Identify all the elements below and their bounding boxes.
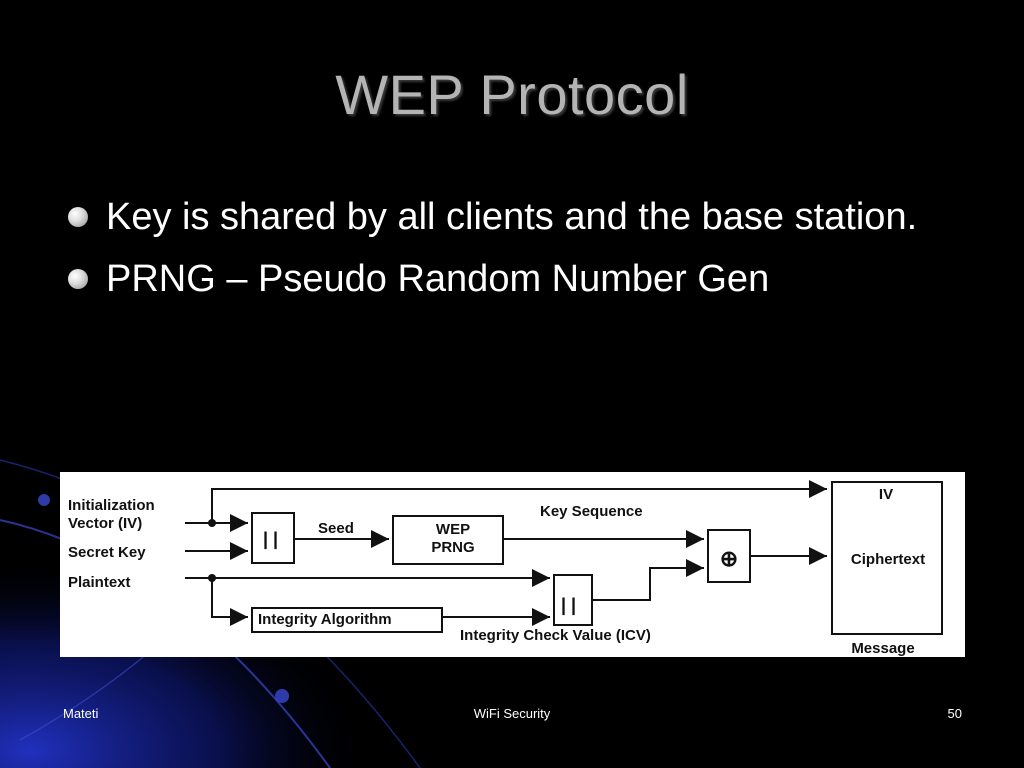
concat-symbol-1: | | [263, 529, 278, 549]
iv-label-line1: Initialization [68, 497, 155, 514]
wep-encryption-diagram: Initialization Vector (IV) Secret Key Pl… [60, 472, 965, 657]
plaintext-label: Plaintext [68, 574, 131, 591]
bullet-text: Key is shared by all clients and the bas… [106, 196, 918, 238]
ciphertext-label: Ciphertext [851, 551, 925, 568]
plaintext-to-integrity-line [211, 578, 248, 626]
wep-prng-line1: WEP [436, 521, 470, 538]
footer-title: WiFi Security [473, 706, 551, 721]
iv-bypass-line [211, 480, 827, 523]
bullet-list: Key is shared by all clients and the bas… [64, 192, 964, 316]
seed-label: Seed [318, 520, 354, 537]
concat-to-xor-line [592, 559, 704, 601]
bullet-item: PRNG – Pseudo Random Number Gen [64, 254, 964, 304]
message-label: Message [851, 640, 914, 657]
integrity-algorithm-label: Integrity Algorithm [258, 611, 392, 628]
concat-symbol-2: | | [561, 595, 576, 615]
iv-label-line2: Vector (IV) [68, 515, 142, 532]
iv-junction-dot [208, 519, 216, 527]
bullet-dot-icon [68, 207, 88, 227]
key-sequence-label: Key Sequence [540, 503, 643, 520]
icv-label: Integrity Check Value (ICV) [460, 627, 651, 644]
message-box [831, 481, 943, 635]
bullet-item: Key is shared by all clients and the bas… [64, 192, 964, 242]
footer-author: Mateti [63, 706, 99, 721]
slide-title: WEP Protocol [335, 63, 689, 126]
xor-symbol: ⊕ [720, 546, 738, 571]
bullet-text: PRNG – Pseudo Random Number Gen [106, 258, 770, 300]
secret-key-label: Secret Key [68, 544, 146, 561]
integrity-algorithm-box [251, 607, 443, 633]
iv-out-label: IV [879, 486, 893, 503]
plaintext-junction-dot [208, 574, 216, 582]
footer-page-number: 50 [947, 706, 962, 721]
wep-prng-line2: PRNG [431, 539, 474, 556]
bullet-dot-icon [68, 269, 88, 289]
